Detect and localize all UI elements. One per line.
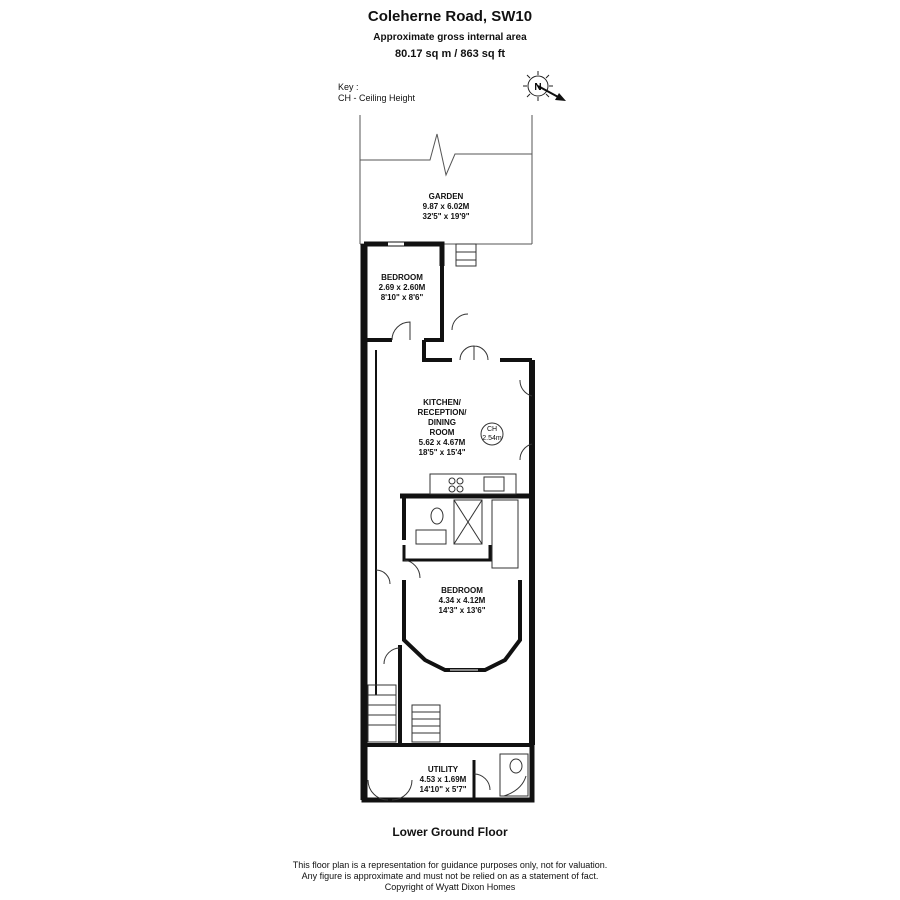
page-title: Coleherne Road, SW10 xyxy=(367,8,533,25)
bedroom-top-imperial: 8'10" x 8'6" xyxy=(380,293,424,302)
compass-letter: N xyxy=(534,82,541,93)
kitchen-imperial: 18'5" x 15'4" xyxy=(418,448,466,457)
kitchen-name-3: DINING xyxy=(428,418,456,427)
bedroom-main-metric: 4.34 x 4.12M xyxy=(438,596,486,605)
area-value: 80.17 sq m / 863 sq ft xyxy=(394,48,506,60)
bedroom-main-label: BEDROOM 4.34 x 4.12M 14'3" x 13'6" xyxy=(412,586,512,616)
building-walls xyxy=(360,241,535,803)
bedroom-main-imperial: 14'3" x 13'6" xyxy=(438,606,486,615)
kitchen-name-1: KITCHEN/ xyxy=(423,398,461,407)
bedroom-main-name: BEDROOM xyxy=(441,586,483,595)
kitchen-name-2: RECEPTION/ xyxy=(417,408,467,417)
bedroom-top-metric: 2.69 x 2.60M xyxy=(378,283,426,292)
utility-label: UTILITY 4.53 x 1.69M 14'10" x 5'7" xyxy=(393,765,493,795)
garden-imperial: 32'5" x 19'9" xyxy=(422,212,470,221)
utility-name: UTILITY xyxy=(427,765,459,774)
kitchen-metric: 5.62 x 4.67M xyxy=(418,438,466,447)
kitchen-name-4: ROOM xyxy=(429,428,455,437)
disclaimer-line-1: This floor plan is a representation for … xyxy=(292,860,608,870)
compass-icon: N xyxy=(523,71,566,101)
utility-imperial: 14'10" x 5'7" xyxy=(419,785,467,794)
garden-name: GARDEN xyxy=(428,192,464,201)
bedroom-top-name: BEDROOM xyxy=(381,273,423,282)
key-title: Key : xyxy=(338,82,359,92)
utility-metric: 4.53 x 1.69M xyxy=(419,775,467,784)
ceiling-height-marker xyxy=(480,422,504,446)
bedroom-top-label: BEDROOM 2.69 x 2.60M 8'10" x 8'6" xyxy=(352,273,452,303)
disclaimer-line-2: Any figure is approximate and must not b… xyxy=(301,871,599,881)
fixtures xyxy=(367,242,533,801)
key-legend: Key : CH - Ceiling Height xyxy=(338,82,415,104)
area-label: Approximate gross internal area xyxy=(373,32,527,43)
ceiling-height-value: 2.54m xyxy=(482,435,502,442)
floor-label: Lower Ground Floor xyxy=(392,825,508,839)
garden-metric: 9.87 x 6.02M xyxy=(422,202,470,211)
disclaimer-line-3: Copyright of Wyatt Dixon Homes xyxy=(384,882,516,892)
kitchen-label: KITCHEN/ RECEPTION/ DINING ROOM 5.62 x 4… xyxy=(392,398,492,458)
garden-label: GARDEN 9.87 x 6.02M 32'5" x 19'9" xyxy=(396,192,496,222)
key-entry: CH - Ceiling Height xyxy=(338,93,416,103)
ceiling-height-label: CH 2.54m xyxy=(477,425,507,443)
garden-outline xyxy=(359,115,533,245)
ceiling-height-code: CH xyxy=(486,426,498,433)
